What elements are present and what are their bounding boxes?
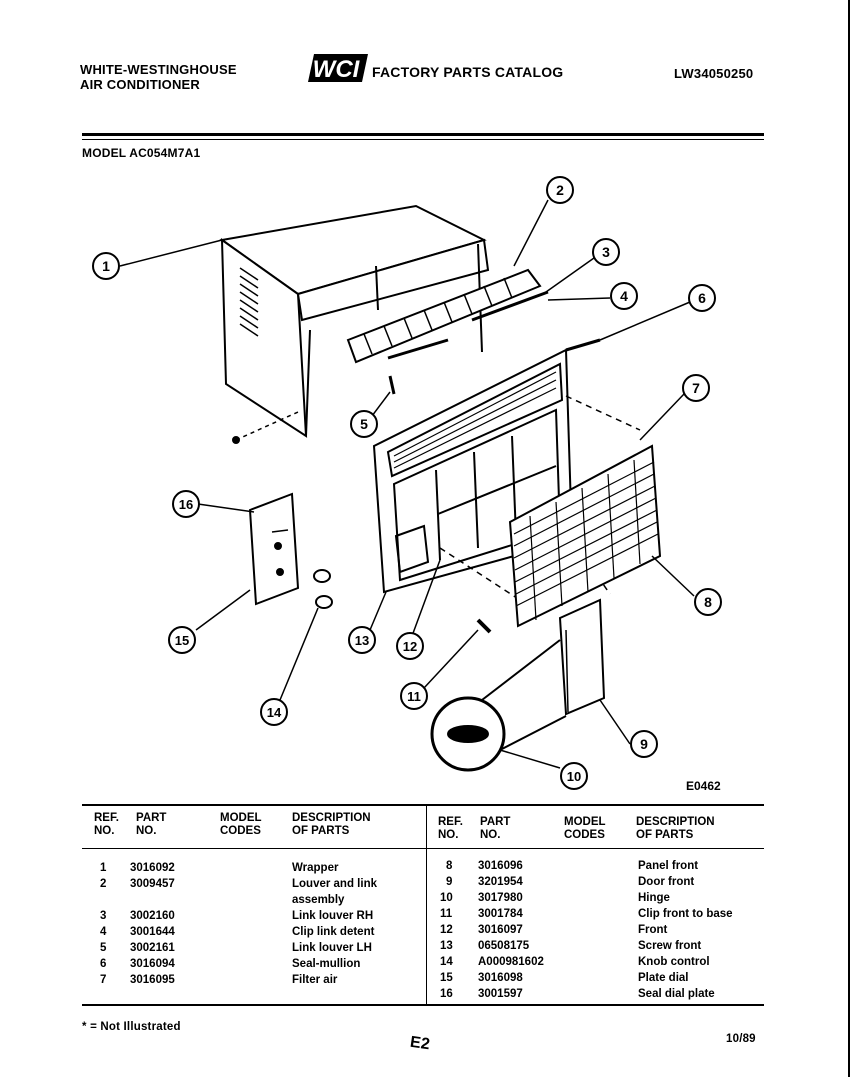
knob-part (313, 569, 333, 609)
logo-text: WCI (313, 56, 361, 83)
revision-date: 10/89 (726, 1033, 756, 1045)
callout-1: 1 (92, 252, 120, 280)
svg-text:10: 10 (567, 769, 581, 784)
table-rule-header (82, 848, 764, 849)
exploded-parts-diagram: 1 2 3 4 5 6 7 8 9 10 11 12 (92, 176, 722, 793)
brand-line-1: WHITE-WESTINGHOUSE (80, 62, 237, 77)
callout-14: 14 (260, 698, 288, 726)
callout-15: 15 (168, 626, 196, 654)
callout-6: 6 (688, 284, 716, 312)
svg-text:16: 16 (179, 497, 193, 512)
louver-assembly-part (346, 268, 549, 395)
table-divider (426, 804, 427, 1004)
header-rule-top (82, 133, 764, 136)
svg-text:12: 12 (403, 639, 417, 654)
callout-4: 4 (610, 282, 638, 310)
svg-text:9: 9 (640, 736, 648, 752)
svg-text:15: 15 (175, 633, 189, 648)
hinge-part (430, 639, 567, 772)
wci-logo: WCI (308, 52, 370, 84)
svg-text:8: 8 (704, 594, 712, 610)
callout-11: 11 (400, 682, 428, 710)
brand-line-2: AIR CONDITIONER (80, 77, 200, 92)
control-plate-part (248, 492, 300, 606)
left-header-ref: REF.NO. (94, 812, 119, 837)
callout-9: 9 (630, 730, 658, 758)
svg-text:7: 7 (692, 380, 700, 396)
callout-12: 12 (396, 632, 424, 660)
callout-5: 5 (350, 410, 378, 438)
callout-8: 8 (694, 588, 722, 616)
svg-text:1: 1 (102, 258, 110, 274)
clip-part (476, 618, 492, 634)
panel-front-part (508, 444, 662, 628)
page-edge-right (848, 0, 850, 1077)
door-front-part (558, 598, 606, 716)
callout-13: 13 (348, 626, 376, 654)
catalog-number: LW34050250 (674, 66, 754, 81)
diagram-code: E0462 (686, 779, 721, 793)
page-number: E2 (408, 1033, 432, 1054)
callout-7: 7 (682, 374, 710, 402)
svg-text:5: 5 (360, 416, 368, 432)
svg-text:13: 13 (355, 633, 369, 648)
svg-text:14: 14 (267, 705, 282, 720)
svg-text:6: 6 (698, 290, 706, 306)
svg-text:11: 11 (407, 689, 421, 704)
catalog-title: FACTORY PARTS CATALOG (372, 64, 564, 80)
svg-text:2: 2 (556, 182, 564, 198)
table-rule-bottom (82, 1004, 764, 1006)
footnote: * = Not Illustrated (82, 1021, 181, 1033)
table-rule-top (82, 804, 764, 806)
callout-10: 10 (560, 762, 588, 790)
callout-2: 2 (546, 176, 574, 204)
header-rule-bottom (82, 139, 764, 140)
brand-block: WHITE-WESTINGHOUSE AIR CONDITIONER (80, 62, 237, 92)
callout-3: 3 (592, 238, 620, 266)
model-label: MODEL AC054M7A1 (82, 146, 201, 160)
svg-text:3: 3 (602, 244, 610, 260)
right-header-ref: REF.NO. (438, 816, 463, 841)
svg-text:4: 4 (620, 288, 628, 304)
callout-16: 16 (172, 490, 200, 518)
wrapper-part (219, 204, 490, 444)
